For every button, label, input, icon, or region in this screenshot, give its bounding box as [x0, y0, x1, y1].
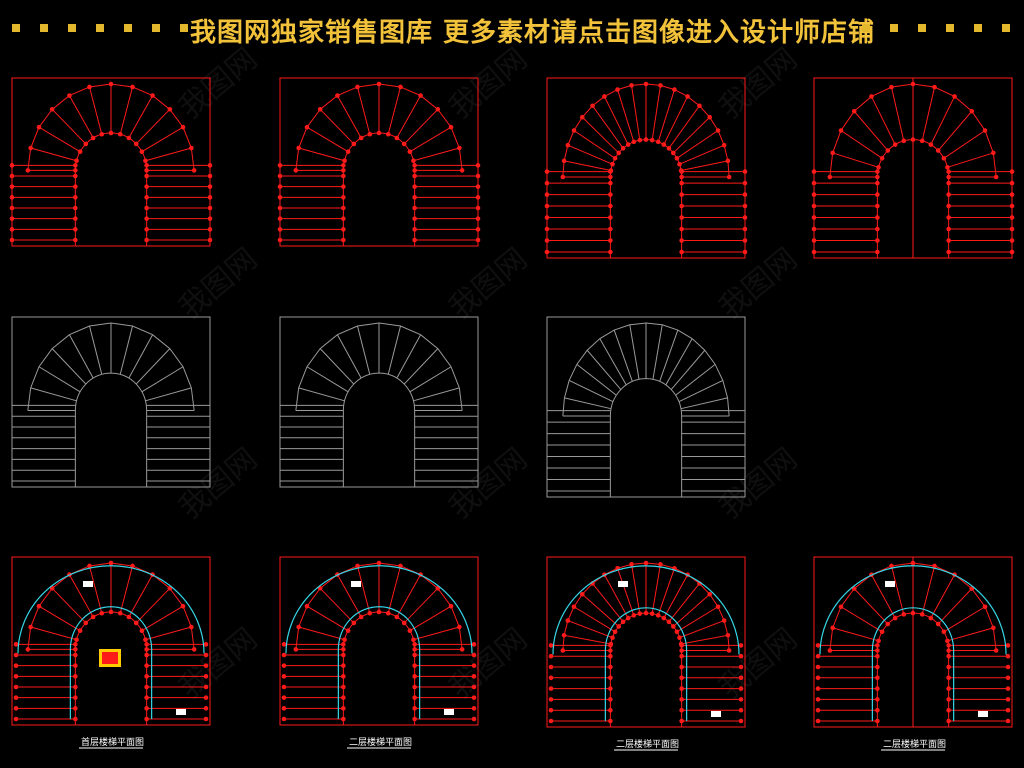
- banner-dots-left: [12, 24, 188, 32]
- bottom-stair-detail-2[interactable]: 二层楼梯平面图: [279, 556, 479, 749]
- watermark-text: 我图网: [173, 441, 264, 526]
- top-stair-plan-4[interactable]: [811, 77, 1015, 259]
- watermark-text: 我图网: [713, 241, 804, 326]
- top-stair-plan-2[interactable]: [277, 77, 481, 247]
- middle-stair-outline-2[interactable]: [279, 316, 479, 488]
- bottom-stair-detail-3[interactable]: 二层楼梯平面图: [546, 556, 746, 751]
- red-marker-cluster: [99, 649, 121, 667]
- top-stair-plan-3[interactable]: [544, 77, 748, 259]
- banner-title[interactable]: 我图网独家销售图库 更多素材请点击图像进入设计师店铺: [190, 18, 876, 48]
- top-stair-plan-1[interactable]: [9, 77, 213, 247]
- watermark-text: 我图网: [713, 41, 804, 126]
- watermark-text: 我图网: [443, 41, 534, 126]
- watermark-text: 我图网: [443, 621, 534, 706]
- watermark-text: 我图网: [173, 621, 264, 706]
- top-banner: 我图网独家销售图库 更多素材请点击图像进入设计师店铺: [0, 0, 1024, 62]
- banner-dots-right: [862, 24, 1024, 32]
- plan-caption: 首层楼梯平面图: [81, 736, 144, 748]
- watermark-text: 我图网: [443, 241, 534, 326]
- plan-caption: 二层楼梯平面图: [349, 736, 412, 748]
- watermark-text: 我图网: [173, 241, 264, 326]
- middle-stair-outline-1[interactable]: [11, 316, 211, 488]
- bottom-stair-detail-4[interactable]: 二层楼梯平面图: [813, 556, 1013, 751]
- watermark-text: 我图网: [173, 41, 264, 126]
- plan-caption: 二层楼梯平面图: [883, 738, 946, 750]
- middle-stair-outline-3[interactable]: [546, 316, 746, 498]
- watermark-text: 我图网: [713, 441, 804, 526]
- bottom-stair-detail-1[interactable]: 首层楼梯平面图: [11, 556, 211, 749]
- plan-caption: 二层楼梯平面图: [616, 738, 679, 750]
- watermark-text: 我图网: [443, 441, 534, 526]
